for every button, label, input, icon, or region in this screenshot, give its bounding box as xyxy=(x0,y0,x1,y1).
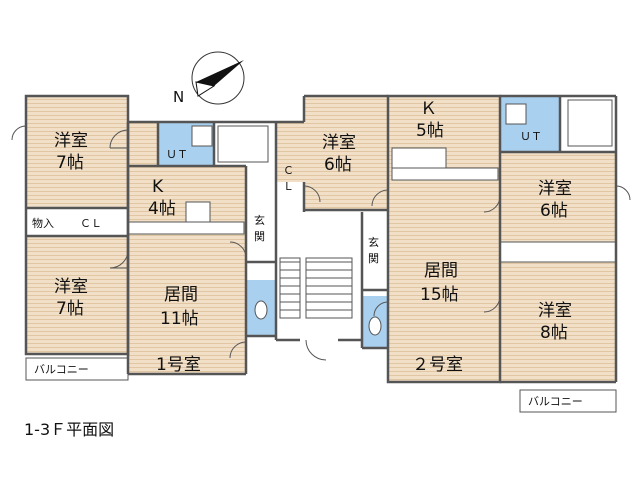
u2-sink xyxy=(391,147,447,169)
u1-yoshitsu-bottom-floor xyxy=(26,236,128,354)
unit-2-labels: Ｋ 5帖 洋室 6帖 居間 15帖 洋室 8帖 ＵＴ 玄 関 バルコニー ２号室 xyxy=(368,99,583,408)
u1-counter xyxy=(127,221,245,235)
u2-yoshitsu-6-floor xyxy=(500,152,616,242)
u2-yoshitsu-8-name: 洋室 xyxy=(538,301,572,321)
u1-storage-label: 物入 xyxy=(32,216,54,230)
stairwell xyxy=(276,212,362,340)
u2-kitchen-size: 5帖 xyxy=(416,121,444,141)
u1-storage-floor xyxy=(26,208,128,236)
u2-counter xyxy=(391,167,499,181)
u2-living-kitchen-floor xyxy=(388,96,500,382)
u1-entrance-2: 関 xyxy=(254,230,265,243)
door-swings xyxy=(11,125,631,361)
u1-yoshitsu-6-floor xyxy=(304,96,388,210)
u1-yoshitsu-top-name: 洋室 xyxy=(54,131,88,151)
floor-plan-caption: 1-3Ｆ平面図 xyxy=(24,420,115,439)
compass: N xyxy=(173,51,245,106)
u2-balcony-label: バルコニー xyxy=(528,395,583,408)
u1-yoshitsu-top-size: 7帖 xyxy=(56,153,84,173)
u1-living-size: 11帖 xyxy=(160,309,199,329)
u2-utility-label: ＵＴ xyxy=(520,130,542,143)
u2-living-name: 居間 xyxy=(424,261,458,281)
u2-unit-name: ２号室 xyxy=(412,355,463,375)
compass-needle-tail xyxy=(195,81,216,97)
u1-yoshitsu-top-floor xyxy=(26,96,128,208)
stair-hall xyxy=(276,212,362,340)
u1-entrance-1: 玄 xyxy=(254,213,265,227)
u1-entrance-floor xyxy=(246,200,276,262)
u1-corridor-floor xyxy=(276,122,304,182)
u1-yoshitsu-6-name: 洋室 xyxy=(322,133,356,153)
u1-bathtub xyxy=(217,125,269,163)
u2-yoshitsu-6-name: 洋室 xyxy=(538,179,572,199)
walls xyxy=(24,94,618,384)
u1-utility-label: ＵＴ xyxy=(166,148,188,161)
u1-toilet xyxy=(254,300,268,320)
stair-flight-left xyxy=(279,257,301,319)
u2-bathtub xyxy=(567,99,613,147)
u2-utility2-floor xyxy=(530,96,560,152)
u1-kitchen-name: K xyxy=(152,177,164,197)
u2-entrance-floor xyxy=(362,224,388,290)
stair-flight-right xyxy=(305,257,353,319)
u2-yoshitsu-8-size: 8帖 xyxy=(540,323,568,343)
u2-living-size: 15帖 xyxy=(420,285,459,305)
compass-needle xyxy=(196,60,244,86)
u1-sink xyxy=(185,201,211,223)
u1-yoshitsu-bottom-size: 7帖 xyxy=(56,299,84,319)
u2-balcony xyxy=(519,389,617,413)
u1-closet-c: Ｃ xyxy=(283,164,294,177)
u2-yoshitsu-6-size: 6帖 xyxy=(540,201,568,221)
u2-kitchen-name: Ｋ xyxy=(420,99,437,119)
u2-entrance-1: 玄 xyxy=(368,235,379,249)
u1-unit-name: 1号室 xyxy=(156,355,201,375)
unit-1-labels: 洋室 7帖 洋室 7帖 K 4帖 居間 11帖 洋室 6帖 物入 ＣＬ Ｃ Ｌ … xyxy=(32,131,356,376)
u1-washbasin xyxy=(191,125,213,147)
u1-yoshitsu-6-size: 6帖 xyxy=(324,155,352,175)
u2-toilet xyxy=(368,316,382,336)
u1-closet-label: ＣＬ xyxy=(80,217,102,230)
u1-living-name: 居間 xyxy=(164,285,198,305)
u1-hall-floor xyxy=(128,122,158,166)
u2-closet-bar xyxy=(499,241,617,263)
u1-kitchen-size: 4帖 xyxy=(148,199,176,219)
u1-living-floor xyxy=(128,166,246,374)
u1-yoshitsu-bottom-name: 洋室 xyxy=(54,277,88,297)
unit-1 xyxy=(25,96,388,381)
u2-entrance-2: 関 xyxy=(368,252,379,265)
u2-washbasin xyxy=(505,103,527,125)
north-label: N xyxy=(173,88,184,106)
u2-yoshitsu-8-floor xyxy=(500,262,616,382)
u1-closet-l: Ｌ xyxy=(283,180,294,193)
u1-balcony-label: バルコニー xyxy=(34,363,89,376)
